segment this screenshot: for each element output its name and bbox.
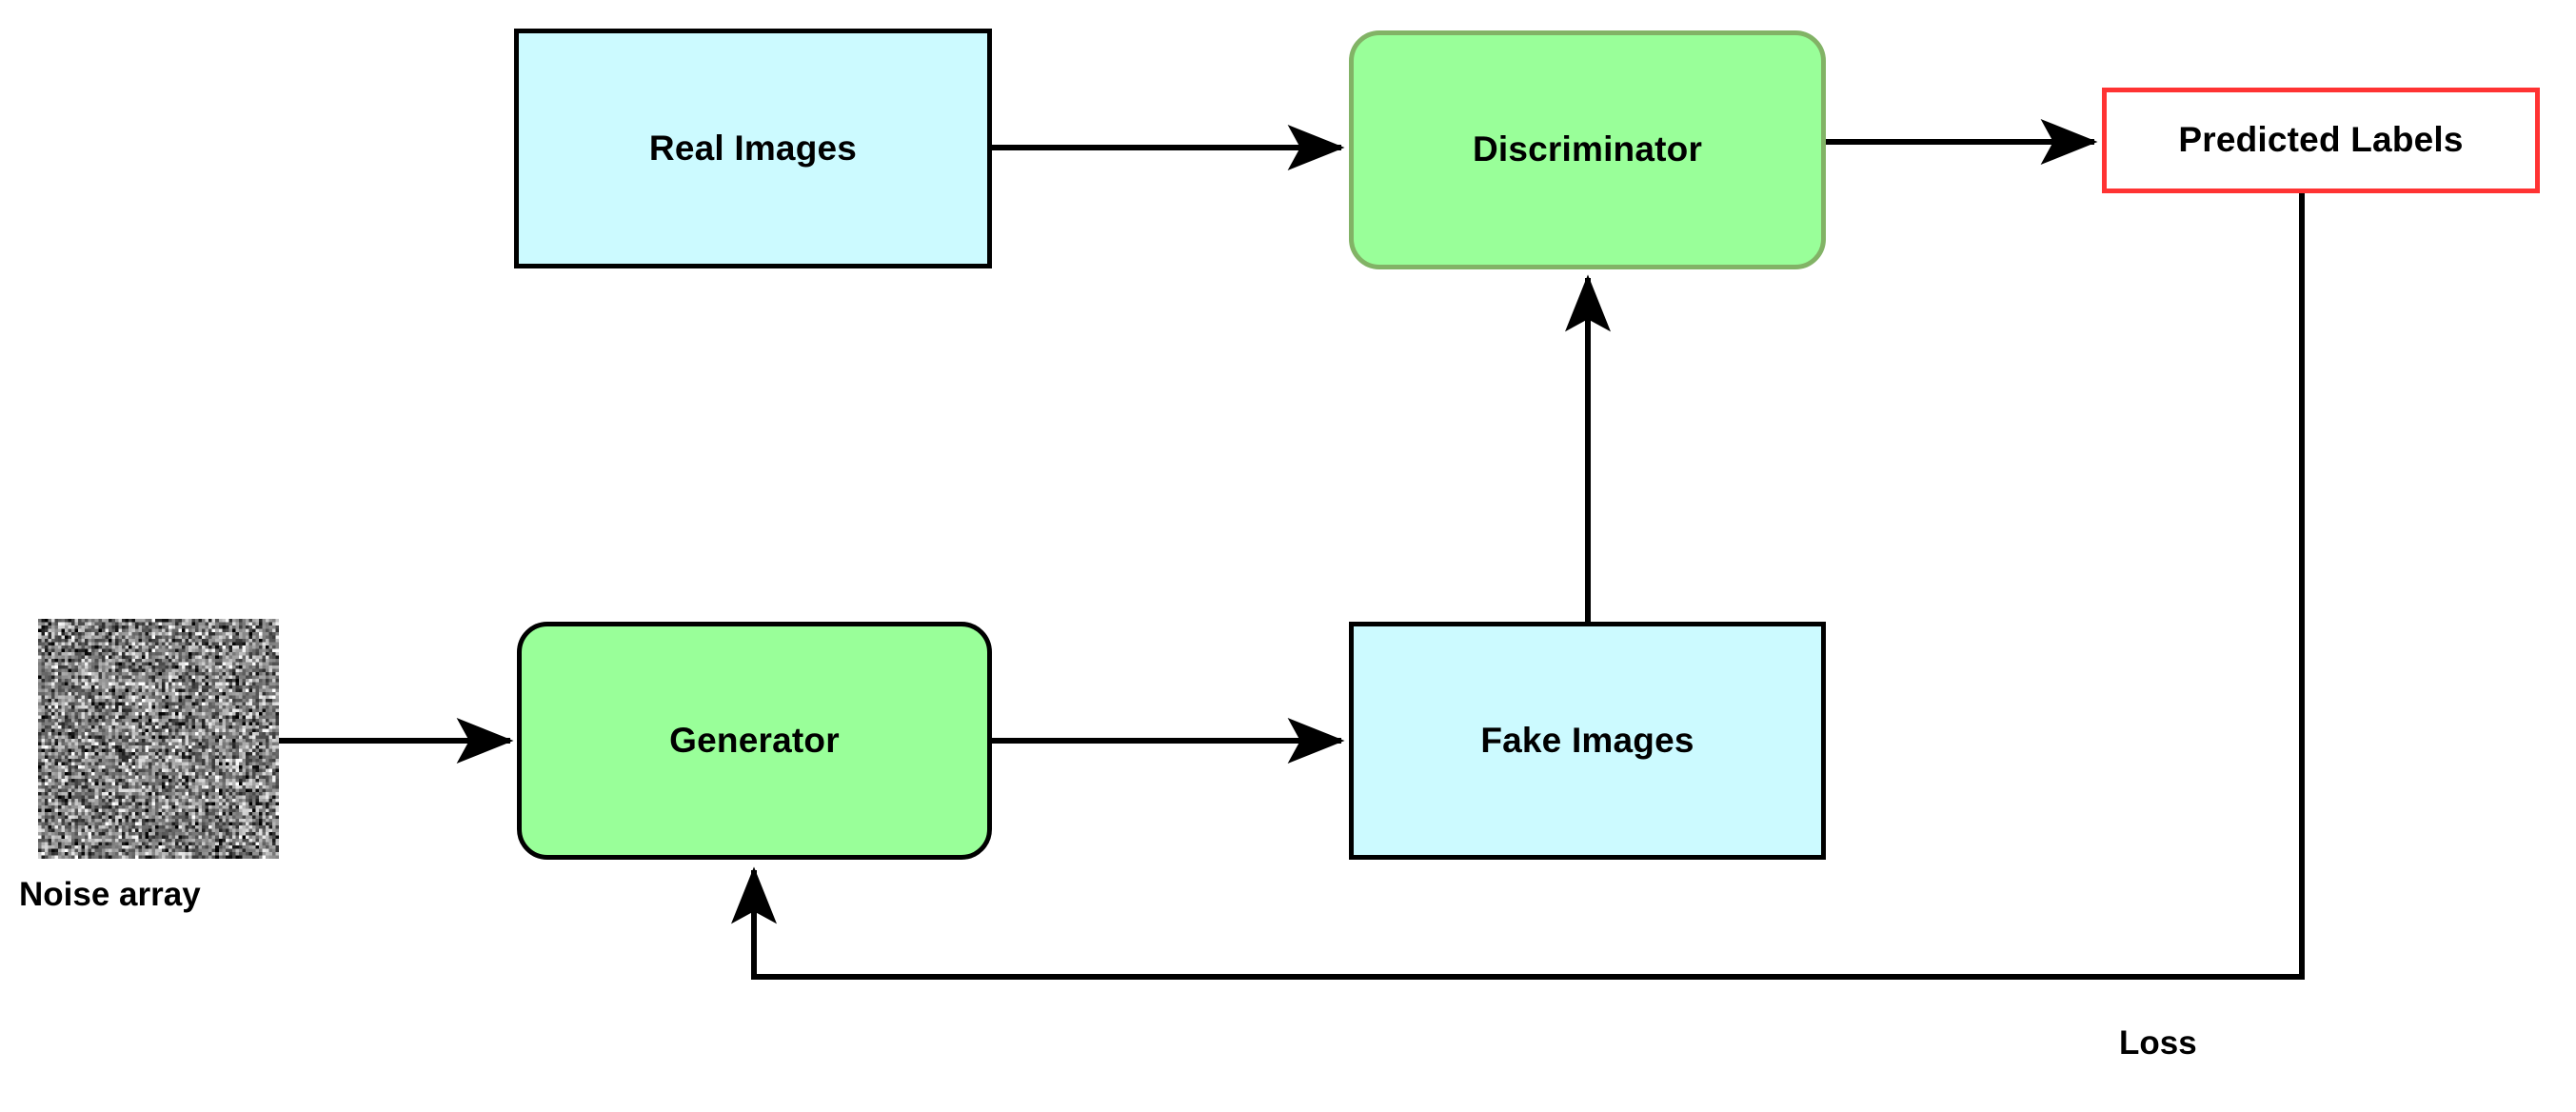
node-discriminator[interactable]: Discriminator [1349, 30, 1826, 269]
node-discriminator-label: Discriminator [1472, 129, 1703, 169]
node-noise-array[interactable] [38, 619, 279, 859]
node-predicted-labels-label: Predicted Labels [2178, 120, 2464, 160]
edge-label-loss: Loss [2119, 1024, 2197, 1062]
node-predicted-labels[interactable]: Predicted Labels [2102, 88, 2540, 193]
node-fake-images-label: Fake Images [1480, 720, 1694, 760]
noise-array-image [38, 619, 279, 859]
node-fake-images[interactable]: Fake Images [1349, 622, 1826, 860]
node-generator-label: Generator [669, 720, 840, 760]
node-noise-array-label: Noise array [19, 876, 201, 913]
node-real-images-label: Real Images [648, 128, 858, 168]
node-real-images[interactable]: Real Images [514, 29, 992, 268]
node-generator[interactable]: Generator [517, 622, 992, 860]
